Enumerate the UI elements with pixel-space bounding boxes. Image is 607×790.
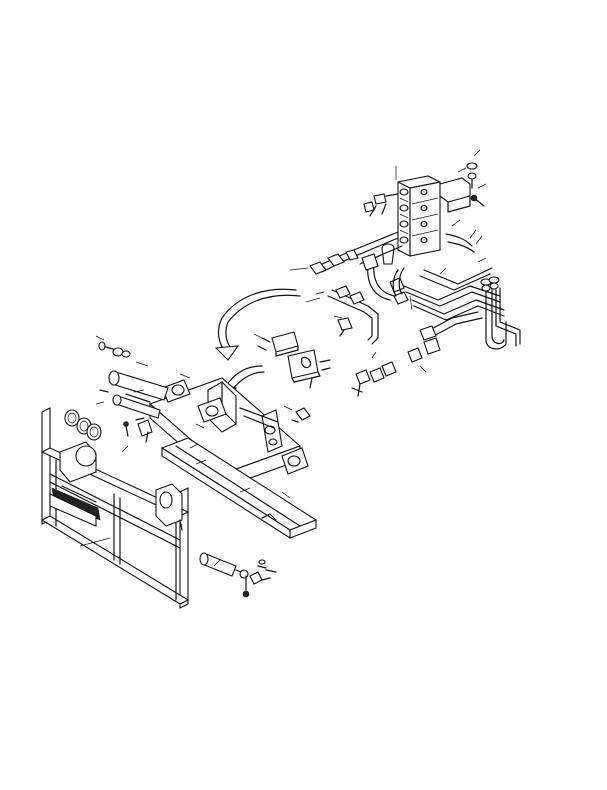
tilt-cylinder — [108, 370, 169, 419]
leader-line-frame — [79, 537, 111, 547]
assembly-arrow-upper — [214, 288, 301, 361]
valve-bracket — [439, 162, 485, 213]
control-cables — [445, 229, 483, 253]
mounting-block-2 — [287, 349, 331, 389]
control-valve-bank — [397, 175, 441, 257]
fork-carriage-roller-right — [155, 483, 183, 531]
pivot-pin-upper — [98, 341, 131, 358]
hydraulic-lines — [309, 231, 521, 397]
pivot-pin-lower — [199, 552, 271, 598]
hardware-lower-right — [257, 559, 277, 573]
hardware-small-left — [99, 389, 153, 443]
fork-plate-left — [49, 485, 101, 527]
callout-leaders — [95, 149, 487, 567]
bushing-washers — [64, 409, 102, 441]
guard-plate-small — [291, 407, 311, 423]
fork-bar — [160, 437, 318, 540]
mounting-block-1 — [257, 331, 299, 357]
fork-carriage-roller-left — [59, 441, 97, 483]
valve-fittings-left — [363, 193, 399, 217]
